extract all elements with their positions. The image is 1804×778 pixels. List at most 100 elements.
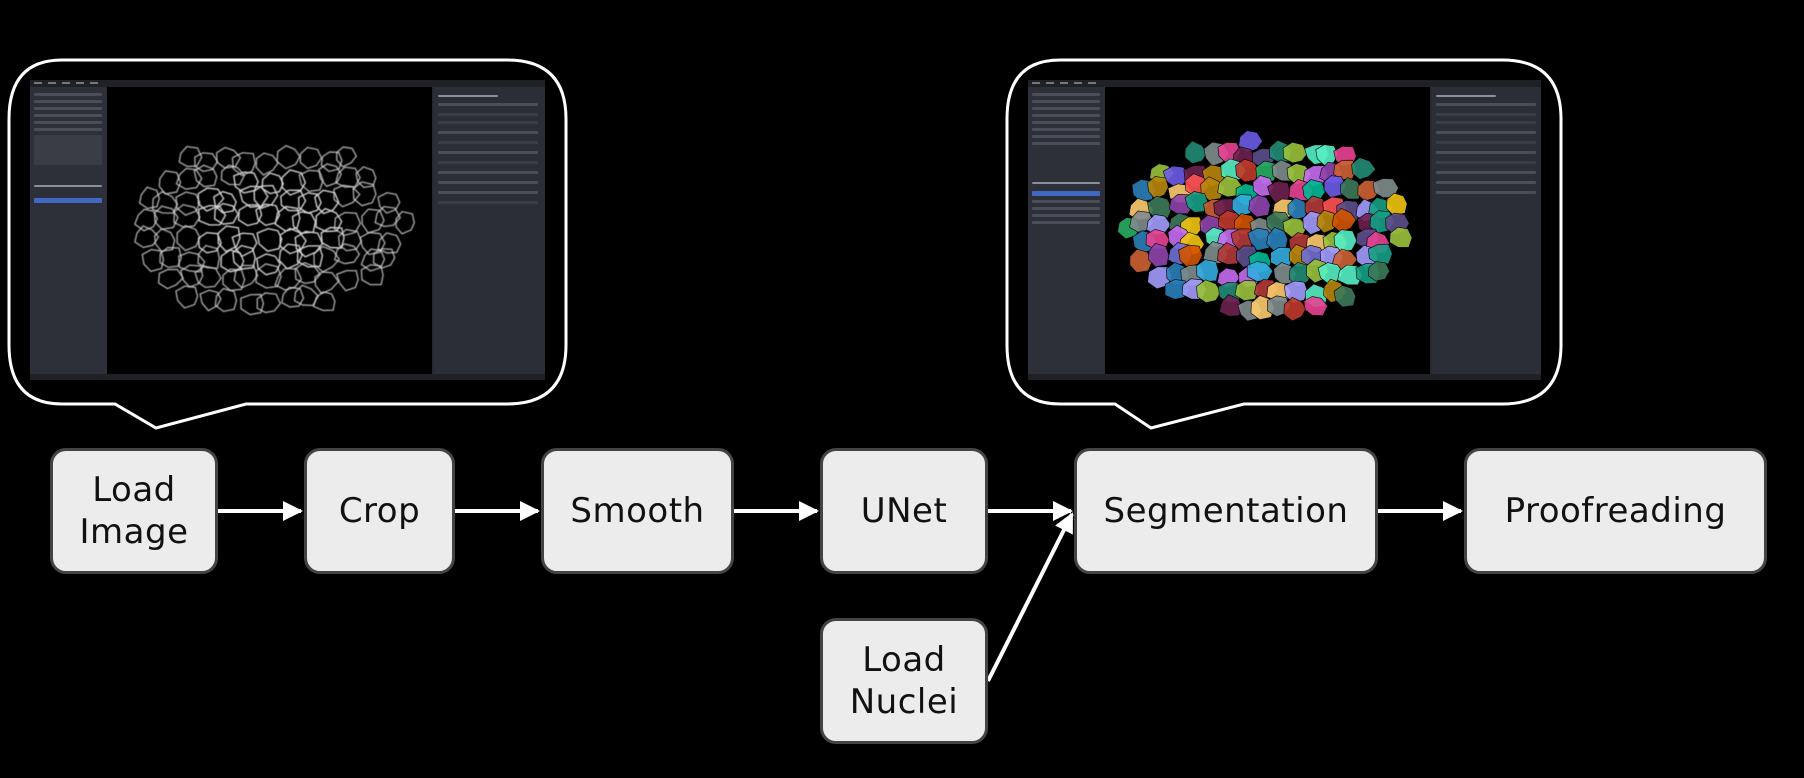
menu-bar xyxy=(1028,80,1541,87)
menu-bar xyxy=(30,80,545,87)
node-crop[interactable]: Crop xyxy=(304,448,455,574)
membrane-outline xyxy=(197,204,227,226)
membrane-outline xyxy=(141,248,165,273)
membrane-outline xyxy=(291,211,317,234)
node-load-image[interactable]: Load Image xyxy=(50,448,218,574)
membrane-outline xyxy=(158,170,182,195)
segmented-cell xyxy=(1148,242,1170,268)
segmented-cell xyxy=(1184,140,1208,164)
membrane-outline xyxy=(231,232,258,258)
membrane-outline xyxy=(337,228,363,252)
membrane-outline xyxy=(333,243,361,265)
membrane-outline xyxy=(178,145,203,168)
segmentation-labels-image xyxy=(1117,130,1413,322)
membrane-outline xyxy=(256,292,282,314)
membrane-outline xyxy=(336,146,358,168)
membrane-outline xyxy=(151,190,179,214)
edge-load-nuclei-to-segmentation xyxy=(986,512,1074,682)
membrane-outline xyxy=(197,187,225,212)
node-proofreading[interactable]: Proofreading xyxy=(1464,448,1767,574)
image-canvas[interactable] xyxy=(107,87,432,374)
segmented-cell xyxy=(1283,296,1307,322)
membrane-outline xyxy=(176,224,201,252)
segmented-cell xyxy=(1196,279,1222,304)
membrane-outline xyxy=(352,181,377,207)
raw-membrane-image xyxy=(133,144,416,316)
membrane-outline xyxy=(281,169,307,196)
membrane-outline xyxy=(318,163,343,188)
segmented-cell xyxy=(1234,280,1260,302)
membrane-outline xyxy=(159,246,183,269)
membrane-outline xyxy=(315,207,343,233)
napari-window-raw xyxy=(30,80,545,380)
segmented-cell xyxy=(1217,242,1242,265)
membrane-outline xyxy=(395,210,416,235)
layer-controls-panel xyxy=(30,87,107,380)
segmented-cell xyxy=(1340,177,1362,200)
membrane-outline xyxy=(194,265,222,289)
membrane-outline xyxy=(138,186,161,210)
membrane-outline xyxy=(199,289,222,312)
membrane-outline xyxy=(233,171,259,194)
segmented-cell xyxy=(1282,141,1308,164)
node-segmentation[interactable]: Segmentation xyxy=(1074,448,1378,574)
plugin-panel xyxy=(434,87,545,380)
membrane-outline xyxy=(175,167,203,190)
node-load-nuclei[interactable]: Load Nuclei xyxy=(820,618,988,744)
segmented-cell xyxy=(1238,130,1263,153)
membrane-outline xyxy=(178,251,206,273)
membrane-outline xyxy=(294,230,324,258)
segmented-cell xyxy=(1331,207,1357,233)
segmented-cell xyxy=(1129,248,1153,273)
membrane-outline xyxy=(334,166,361,188)
membrane-outline xyxy=(175,191,201,217)
membrane-outline xyxy=(157,268,185,290)
layer-controls-panel xyxy=(1028,87,1105,380)
membrane-outline xyxy=(255,263,282,289)
membrane-outline xyxy=(359,231,386,256)
membrane-outline xyxy=(294,261,322,285)
membrane-outline xyxy=(361,208,385,234)
segmented-cell xyxy=(1368,243,1393,265)
membrane-outline xyxy=(293,284,320,307)
membrane-outline xyxy=(278,243,303,270)
segmented-cell xyxy=(1284,280,1308,304)
membrane-outline xyxy=(335,270,359,292)
membrane-outline xyxy=(213,202,239,225)
membrane-outline xyxy=(217,225,241,253)
segmented-cell xyxy=(1303,296,1329,316)
status-bar xyxy=(30,374,545,380)
membrane-outline xyxy=(173,203,201,228)
membrane-outline xyxy=(233,264,259,289)
membrane-outline xyxy=(240,293,265,316)
membrane-outline xyxy=(276,144,301,170)
segmented-cell xyxy=(1247,227,1273,251)
image-canvas[interactable] xyxy=(1105,87,1430,374)
membrane-outline xyxy=(197,231,222,254)
membrane-outline xyxy=(232,244,256,270)
node-smooth[interactable]: Smooth xyxy=(541,448,734,574)
membrane-outline xyxy=(298,169,324,193)
membrane-outline xyxy=(153,205,179,230)
membrane-outline xyxy=(193,164,218,188)
segmented-cell xyxy=(1389,226,1413,248)
status-bar xyxy=(1028,374,1541,380)
membrane-outline xyxy=(314,271,340,295)
membrane-outline xyxy=(222,268,246,292)
node-unet[interactable]: UNet xyxy=(820,448,988,574)
membrane-outline xyxy=(296,245,324,268)
segmented-cell xyxy=(1184,191,1209,213)
membrane-outline xyxy=(333,211,362,237)
segmented-cell xyxy=(1178,244,1203,269)
segmented-cell xyxy=(1333,229,1358,253)
membrane-outline xyxy=(213,190,237,214)
membrane-outline xyxy=(255,203,281,227)
callout-bubble-segmentation xyxy=(1005,58,1563,430)
segmented-cell xyxy=(1386,192,1408,217)
segmented-cell xyxy=(1287,197,1309,221)
membrane-outline xyxy=(377,232,402,254)
membrane-outline xyxy=(299,146,323,170)
membrane-outline xyxy=(279,227,307,255)
